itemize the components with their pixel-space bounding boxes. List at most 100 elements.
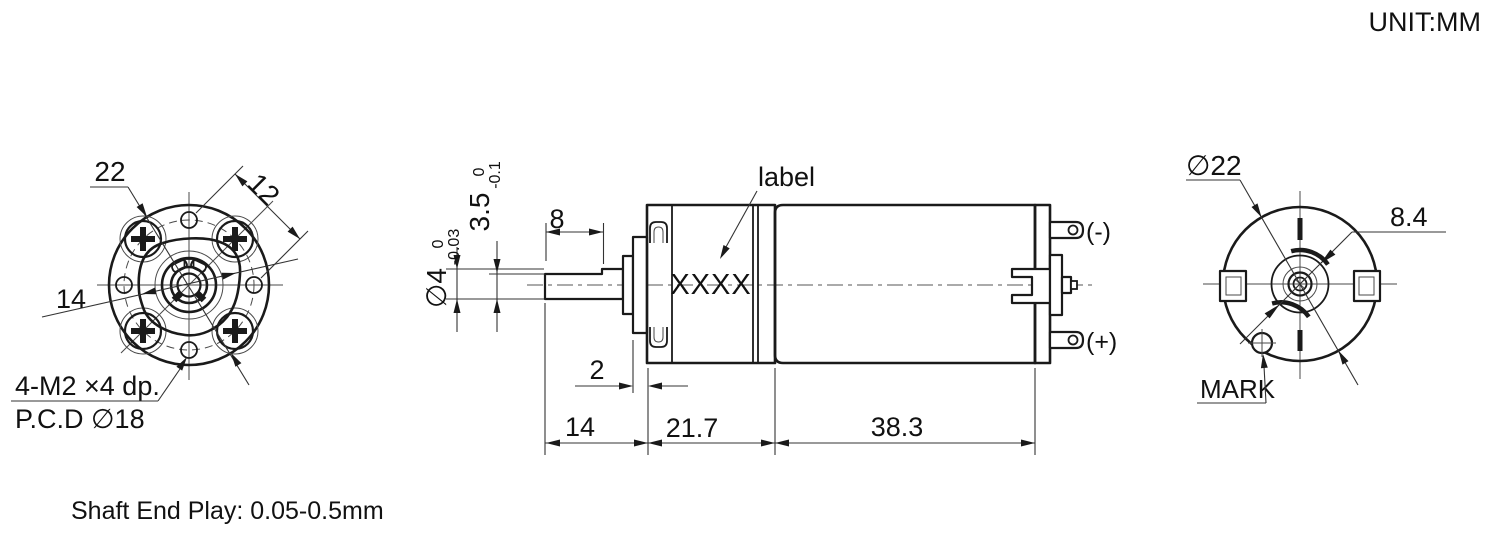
label-callout: label — [758, 162, 815, 192]
front-view: 22 12 14 4-M2 ×4 dp. P.C.D ∅18 — [11, 156, 309, 434]
dim-arrow — [453, 255, 461, 269]
rear-dia-label: ∅22 — [1186, 150, 1242, 181]
dim-arrow — [720, 245, 730, 259]
terminal-hole — [1067, 334, 1079, 346]
bearing-collar — [621, 254, 635, 316]
spoke-wedge — [171, 291, 183, 303]
dim-arrow — [1264, 304, 1280, 319]
dim-shaft-dia-tol-lower: -0.03 — [446, 229, 463, 266]
tapped-hole — [180, 211, 198, 229]
dim-14-line — [41, 258, 299, 318]
dim-arrow — [493, 259, 501, 273]
dim-shaft-flat-tol-lower: -0.1 — [487, 161, 504, 189]
rear-bearing-nub — [1060, 275, 1073, 295]
label-leader — [725, 190, 758, 248]
dim-gearbox-length-label: 21.7 — [666, 413, 719, 443]
motor-can — [773, 203, 1037, 365]
rear-view: ∅22 8.4 MARK — [1186, 150, 1446, 404]
tapped-hole — [115, 276, 133, 294]
dim-arrow — [136, 203, 147, 217]
crimp-tab-inner — [653, 327, 664, 343]
dim-arrow — [546, 439, 560, 447]
dim-arrow — [1260, 354, 1268, 369]
side-tab-inner — [1225, 276, 1242, 296]
dim-14-label: 14 — [56, 284, 86, 314]
front-flange — [631, 235, 649, 335]
dim-arrow — [619, 382, 633, 390]
dim-12-ext — [195, 165, 244, 214]
dim-22-line — [127, 186, 250, 386]
dim-shaft-flat-tol-upper: 0 — [471, 167, 488, 176]
front-pitch-circle — [123, 219, 255, 351]
dim-8-label: 8 — [549, 204, 564, 234]
front-outer-circle — [107, 203, 271, 367]
dim-2-label: 2 — [589, 355, 604, 385]
dim-12-line — [234, 173, 301, 240]
callout-leader — [157, 368, 181, 402]
mounting-screw-icon — [215, 311, 255, 351]
keyway-ear — [171, 259, 188, 273]
terminal-hole — [1067, 224, 1079, 236]
tapped-hole — [245, 276, 263, 294]
brush-holder — [1010, 267, 1052, 305]
boss-arc-slot — [1290, 247, 1330, 266]
dim-arrow — [648, 382, 662, 390]
dim-arrow — [1021, 439, 1035, 447]
mark-label: MARK — [1200, 374, 1276, 404]
shaft-section — [176, 272, 202, 298]
dim-8-4-line — [1239, 231, 1353, 345]
gearbox-boss-outline — [137, 237, 242, 337]
dim-arrow — [176, 357, 187, 371]
dim-arrow — [775, 439, 789, 447]
dim-arrow — [761, 439, 775, 447]
side-view: XXXX (-) (+) label 8 — [421, 161, 1117, 455]
nameplate-text: XXXX — [670, 269, 751, 301]
dim-arrow — [648, 439, 662, 447]
terminal-negative-label: (-) — [1086, 218, 1111, 246]
rear-hub-ring — [1282, 266, 1318, 302]
rear-boss-plate — [1048, 253, 1064, 317]
dim-shaft-dia-tol-upper: 0 — [430, 239, 447, 248]
bearing-ring — [160, 256, 218, 314]
output-shaft — [543, 267, 625, 301]
dim-arrow — [235, 174, 248, 187]
mounting-screw-icon — [123, 311, 163, 351]
rear-shaft-ring — [1287, 271, 1313, 297]
dim-arrow — [287, 226, 300, 239]
dim-arrow — [634, 439, 648, 447]
tapped-hole — [180, 341, 198, 359]
keyway-notch — [183, 258, 195, 268]
side-tab — [1218, 269, 1248, 303]
dim-arrow — [546, 228, 560, 236]
crimp-tab-inner — [653, 226, 664, 243]
boss-arc-slot — [1271, 300, 1311, 319]
unit-label: UNIT:MM — [1369, 7, 1481, 37]
dim-shaft-flat-label: 3.5 — [464, 193, 495, 232]
dim-arrow — [453, 299, 461, 313]
dim-12-label: 12 — [242, 167, 286, 211]
dim-22-label: 22 — [94, 156, 125, 187]
side-tab-inner — [1358, 276, 1375, 296]
dim-8-4-label: 8.4 — [1390, 202, 1428, 232]
dim-shaft-dia-label: ∅4 — [421, 268, 452, 308]
dim-arrow — [1338, 350, 1349, 365]
dim-arrow — [589, 228, 603, 236]
counterbore-ring — [211, 307, 259, 355]
side-tab — [1352, 269, 1382, 303]
mounting-screw-icon — [123, 219, 163, 259]
dim-arrow — [142, 287, 157, 295]
dim-12-ext — [260, 230, 309, 279]
boss-ring — [154, 250, 224, 320]
rear-shaft-end — [1292, 276, 1308, 292]
rear-shaft-tip — [1070, 280, 1078, 290]
rear-boss-circle — [1270, 254, 1330, 314]
terminal-positive-label: (+) — [1086, 328, 1117, 356]
dim-arrow — [221, 272, 236, 280]
dim-arrow — [1320, 249, 1336, 264]
crimp-tab — [649, 221, 668, 243]
dim-arrow — [1251, 203, 1262, 218]
dim-shaft-length-label: 14 — [565, 412, 595, 442]
spoke-wedge — [195, 291, 207, 303]
